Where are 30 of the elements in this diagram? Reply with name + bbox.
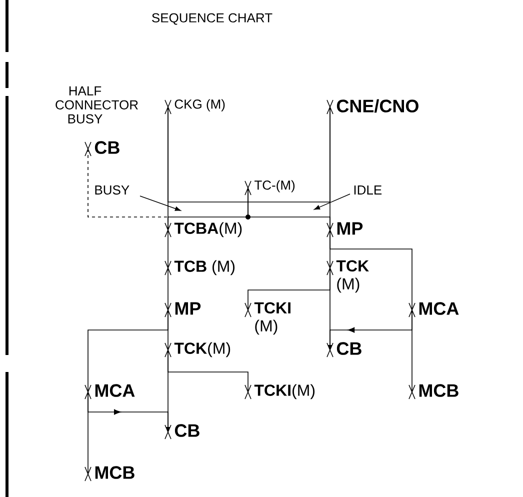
title: SEQUENCE CHART [152,13,272,25]
connector-line [88,310,168,392]
cross-mark-label: TCBA(M) [164,222,242,238]
cross-mark-label: MCA [408,302,459,318]
cross-mark-label: TCB (M) [164,260,235,276]
cross-mark-label: CB [164,424,200,440]
cross-mark-label: MCA [84,384,135,400]
cross-mark-label: MCB [408,384,458,400]
connector-line [88,392,170,431]
cross-mark-label: TCK(M) [164,342,230,358]
cross-mark-label: CB [84,141,120,156]
cross-mark-label: TCKI (M) [244,302,290,335]
connector-line [248,268,330,310]
cross-mark-label: TC-(M) [244,180,295,196]
state-label: IDLE [354,186,382,194]
connector-line [168,106,330,202]
heading-text: HALF CONNECTOR BUSY [56,86,138,124]
cross-mark-label: TCKI(M) [244,384,315,400]
cross-mark-label: CKG (M) [164,99,225,114]
cross-mark-label: CNE/CNO [326,99,418,114]
state-label: BUSY [95,185,130,195]
cross-mark-label: CB [326,342,362,358]
connector-line [328,310,412,349]
cross-mark-label: MP [164,302,201,318]
cross-mark-label: MCB [84,466,134,482]
connector-line [248,188,330,230]
cross-mark-label: TCK (M) [326,260,369,293]
connector-line [330,230,412,310]
cross-mark-label: MP [326,222,363,238]
connector-line [168,350,248,392]
